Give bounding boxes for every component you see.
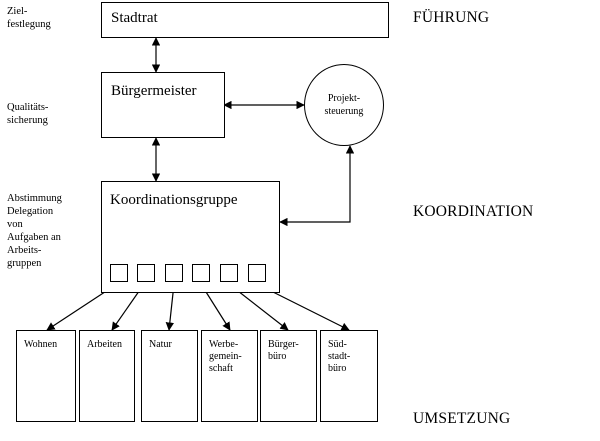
note-line: Aufgaben an	[7, 232, 61, 243]
slot-suedstadtbuero	[248, 264, 266, 282]
task-line: büro	[328, 363, 347, 374]
task-line: Natur	[149, 339, 172, 350]
slot-werbegemeinschaft	[192, 264, 210, 282]
task-buergerbuero: Bürger- büro	[260, 330, 317, 422]
task-line: Wohnen	[24, 339, 58, 350]
task-arbeiten: Arbeiten	[79, 330, 135, 422]
note-line: sicherung	[7, 115, 48, 126]
slot-wohnen	[110, 264, 128, 282]
koordinationsgruppe-label: Koordinationsgruppe	[110, 192, 238, 208]
task-line: Werbe-	[209, 339, 239, 350]
note-abstimmung: Abstimmung Delegation von Aufgaben an Ar…	[7, 192, 62, 270]
note-line: Abstimmung	[7, 193, 62, 204]
projektsteuerung-line: steuerung	[324, 106, 364, 117]
slot-buergerbuero	[220, 264, 238, 282]
task-line: gemein-	[209, 351, 242, 362]
level-fuehrung: FÜHRUNG	[413, 9, 490, 26]
projektsteuerung-line: Projekt-	[327, 93, 361, 104]
stadtrat-box: Stadtrat	[101, 2, 389, 38]
task-line: Süd-	[328, 339, 347, 350]
level-koordination: KOORDINATION	[413, 203, 534, 220]
note-line: Ziel-	[7, 6, 28, 17]
arrow-koordinationsgruppe-projektsteuerung	[279, 145, 355, 227]
note-line: Qualitäts-	[7, 102, 49, 113]
task-suedstadtbuero: Süd- stadt- büro	[320, 330, 378, 422]
buergermeister-label: Bürgermeister	[111, 83, 197, 99]
slot-natur	[165, 264, 183, 282]
note-line: festlegung	[7, 19, 51, 30]
note-line: Arbeits-	[7, 245, 42, 256]
buergermeister-box: Bürgermeister	[101, 72, 225, 138]
task-line: Bürger-	[268, 339, 299, 350]
note-zielfestlegung: Ziel- festlegung	[7, 5, 51, 31]
level-umsetzung: UMSETZUNG	[413, 410, 511, 427]
task-line: schaft	[209, 363, 233, 374]
note-line: gruppen	[7, 258, 42, 269]
stadtrat-label: Stadtrat	[111, 10, 158, 26]
task-line: stadt-	[328, 351, 351, 362]
task-line: büro	[268, 351, 287, 362]
task-wohnen: Wohnen	[16, 330, 76, 422]
projektsteuerung-circle: Projekt- steuerung	[304, 64, 384, 146]
task-werbegemeinschaft: Werbe- gemein- schaft	[201, 330, 258, 422]
note-qualitaetssicherung: Qualitäts- sicherung	[7, 101, 48, 127]
slot-arbeiten	[137, 264, 155, 282]
note-line: Delegation	[7, 206, 54, 217]
task-line: Arbeiten	[87, 339, 122, 350]
task-natur: Natur	[141, 330, 198, 422]
note-line: von	[7, 219, 23, 230]
